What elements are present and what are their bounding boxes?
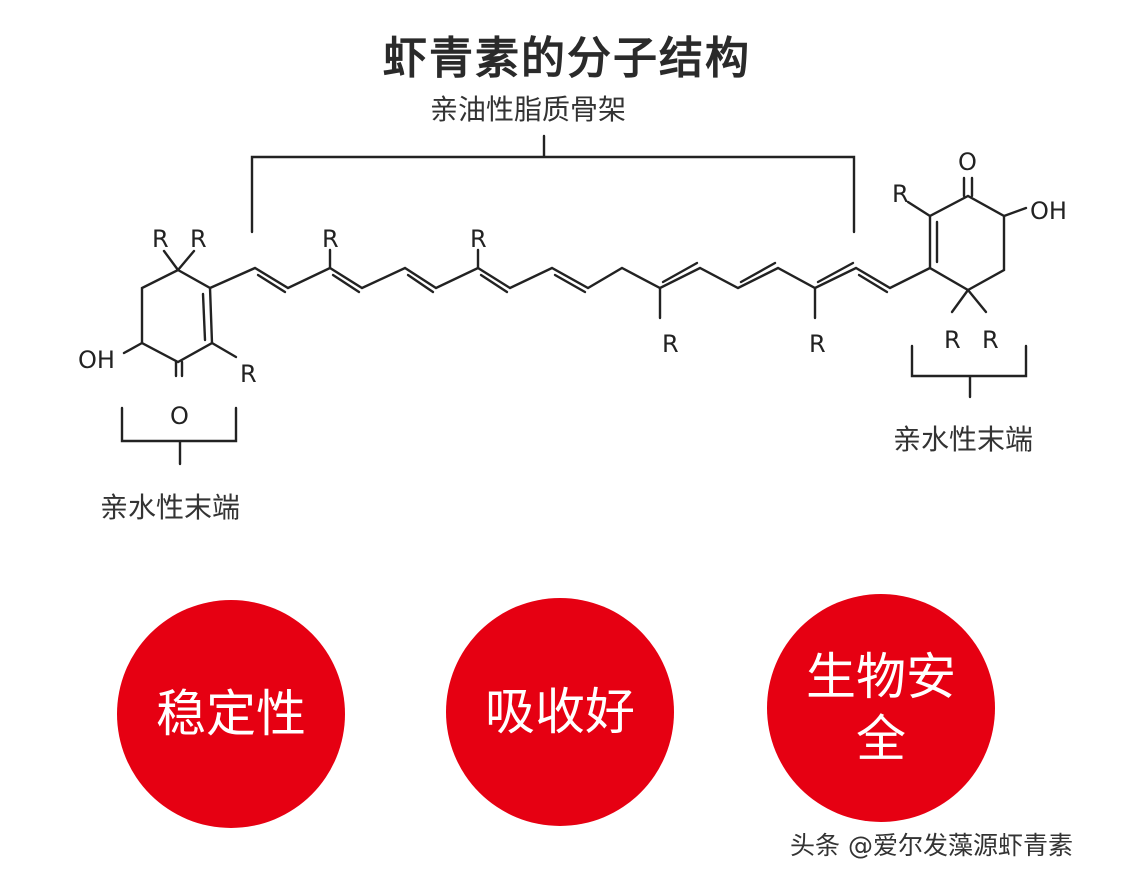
atom-labels: R R OH R O R R R R O R OH R R bbox=[78, 148, 1067, 430]
property-circle-stability: 稳定性 bbox=[117, 600, 345, 828]
atom-r: R bbox=[944, 326, 961, 354]
hydrophilic-end-label-left: 亲水性末端 bbox=[100, 491, 241, 524]
property-label: 稳定性 bbox=[156, 684, 306, 743]
atom-r: R bbox=[892, 180, 909, 208]
atom-r: R bbox=[322, 225, 339, 253]
property-circle-absorption: 吸收好 bbox=[446, 598, 674, 826]
property-label: 吸收好 bbox=[485, 682, 635, 741]
atom-r: R bbox=[982, 326, 999, 354]
watermark: 头条 @爱尔发藻源虾青素 bbox=[790, 831, 1073, 860]
hydrophilic-bracket-left bbox=[120, 406, 238, 466]
hydrophilic-bracket-right bbox=[910, 344, 1028, 399]
hydrophilic-end-label-right: 亲水性末端 bbox=[893, 423, 1034, 456]
atom-oh: OH bbox=[1030, 197, 1067, 225]
atom-o: O bbox=[170, 402, 189, 430]
atom-r: R bbox=[809, 330, 826, 358]
lipophilic-backbone-label: 亲油性脂质骨架 bbox=[430, 93, 627, 126]
atom-r: R bbox=[240, 360, 257, 388]
atom-o: O bbox=[958, 148, 977, 176]
polyene-chain bbox=[208, 248, 932, 320]
atom-r: R bbox=[152, 225, 169, 253]
property-circle-biosafety: 生物安全 bbox=[767, 594, 995, 822]
right-ring bbox=[906, 176, 1028, 314]
atom-r: R bbox=[190, 225, 207, 253]
atom-r: R bbox=[662, 330, 679, 358]
page-title: 虾青素的分子结构 bbox=[383, 33, 751, 84]
lipophilic-bracket bbox=[250, 134, 856, 234]
left-ring bbox=[122, 249, 238, 378]
property-label: 生物安全 bbox=[806, 647, 956, 769]
atom-r: R bbox=[470, 225, 487, 253]
molecule-structure-diagram: R R OH R O R R R R O R OH R R bbox=[78, 134, 1067, 466]
atom-oh: OH bbox=[78, 346, 115, 374]
